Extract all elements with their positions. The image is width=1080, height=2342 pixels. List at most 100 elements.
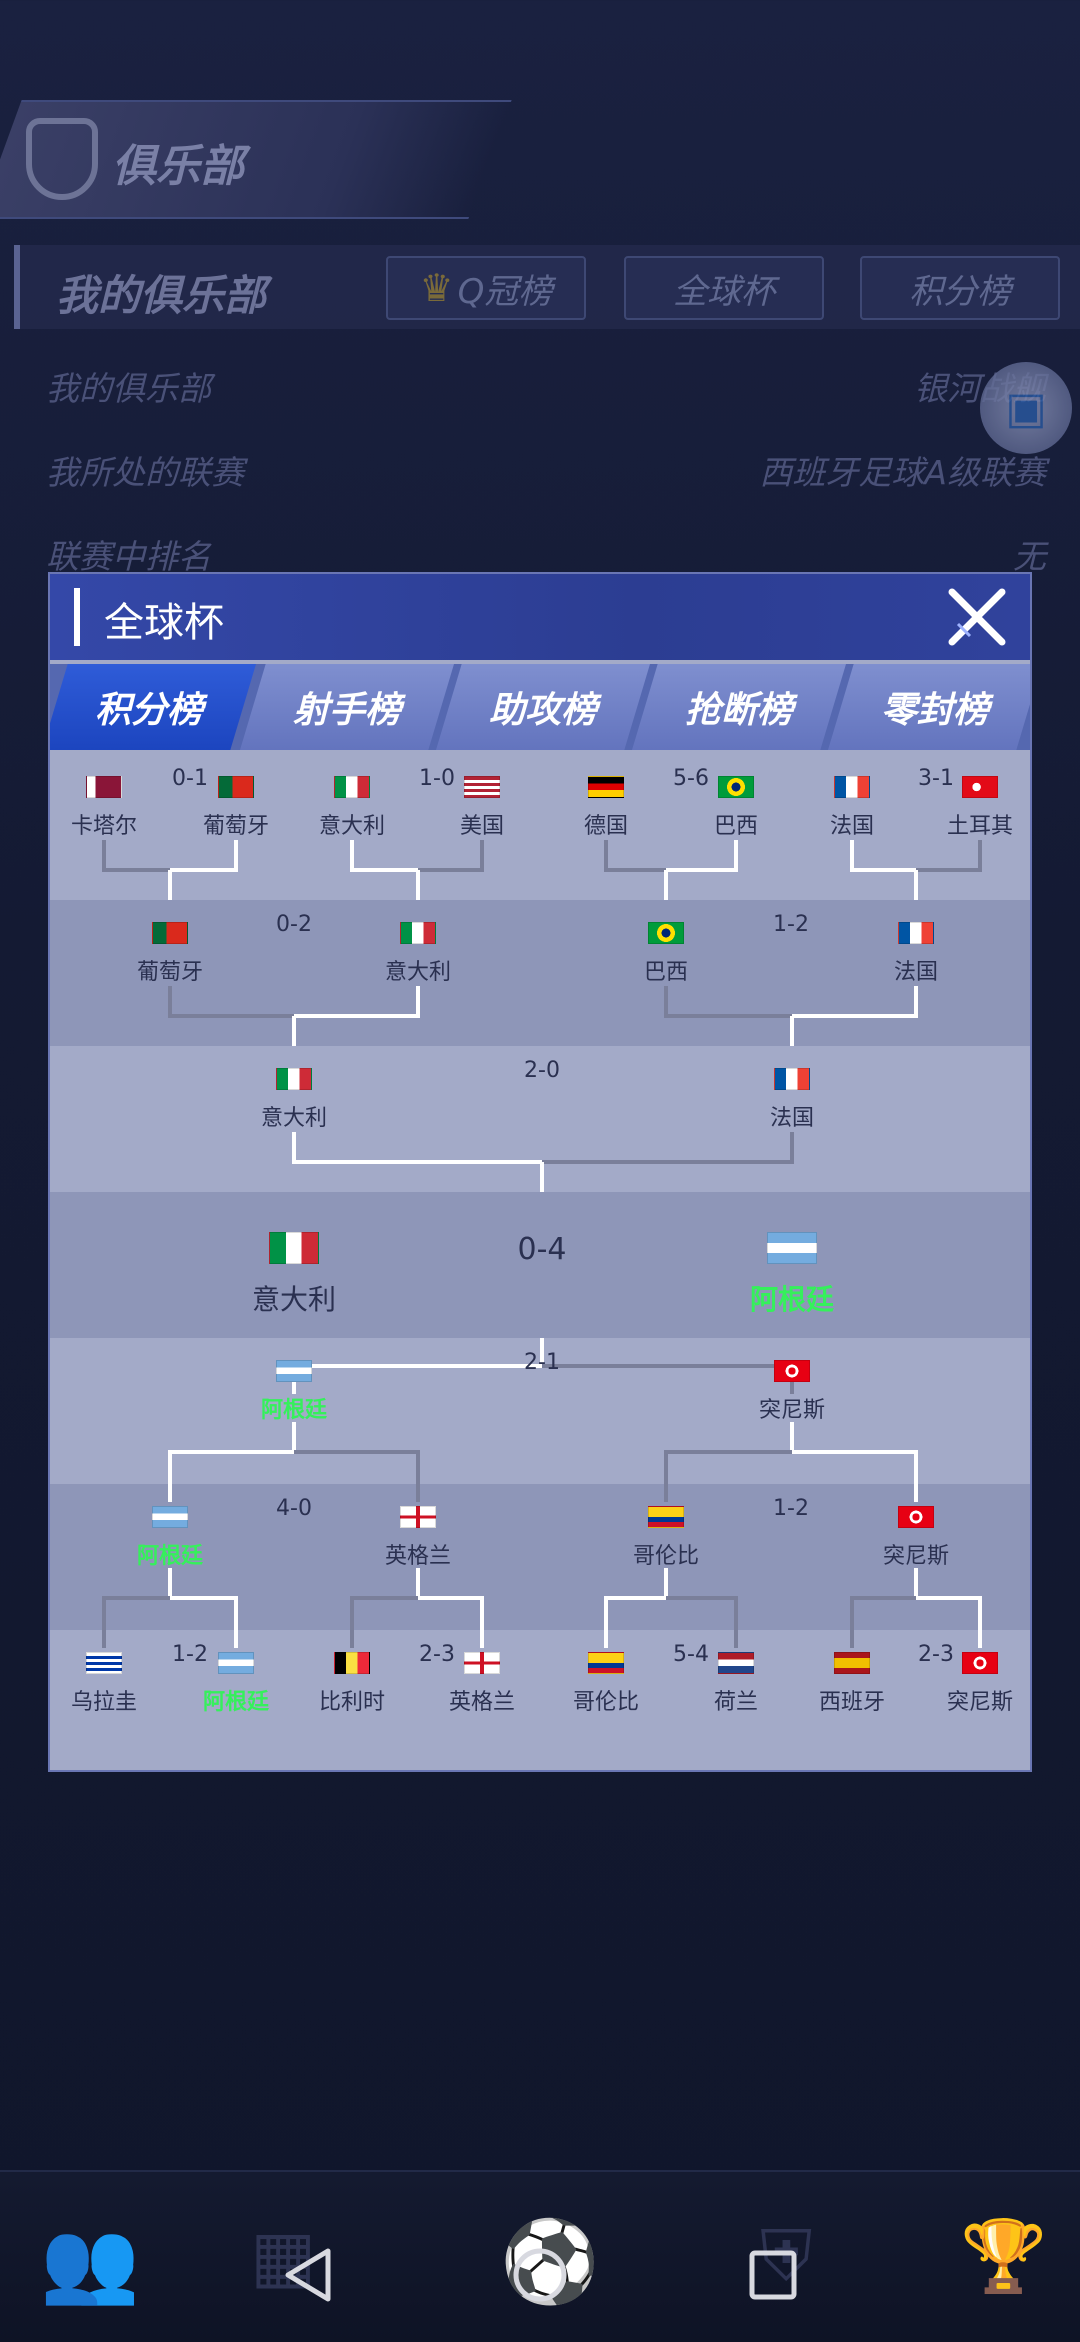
club-shield-icon [26, 118, 98, 200]
team-name: 法国 [829, 814, 875, 839]
team-name: 巴西 [713, 814, 759, 839]
tab-points[interactable]: 积分榜 [50, 664, 256, 750]
global-cup-tab[interactable]: 全球杯 [624, 256, 824, 320]
team-name: 巴西 [643, 960, 689, 985]
match-score: 0-2 [276, 912, 312, 937]
team-name: 乌拉圭 [70, 1690, 138, 1715]
team-flag [834, 776, 870, 798]
tab-clean-sheets[interactable]: 零封榜 [828, 664, 1030, 750]
bracket-lines [102, 840, 982, 1648]
tab-tackles[interactable]: 抢断榜 [632, 664, 846, 750]
bracket-connector [916, 840, 982, 872]
bracket-connector [170, 1596, 238, 1648]
modal-title: 全球杯 [104, 600, 224, 646]
team-flag [648, 922, 684, 944]
bracket-connector [850, 840, 916, 872]
match-score: 1-2 [773, 1496, 809, 1521]
match-score: 0-4 [517, 1232, 567, 1267]
team-flag [774, 1360, 810, 1382]
bracket-connector [292, 1364, 542, 1394]
football-icon[interactable]: ⚽ [500, 2215, 600, 2308]
bracket-connector [916, 1596, 982, 1648]
match-score: 2-3 [419, 1642, 455, 1667]
team-name: 意大利 [251, 1283, 337, 1316]
bracket-connector [292, 1132, 542, 1164]
team-flag [334, 776, 370, 798]
home-icon[interactable] [510, 2245, 570, 2305]
modal-header: 全球杯 [50, 574, 1030, 660]
team-name: 土耳其 [946, 814, 1014, 839]
team-name: 哥伦比 [572, 1690, 640, 1715]
crown-icon: ♛ [419, 266, 454, 310]
team-flag [588, 1652, 624, 1674]
team-name: 卡塔尔 [70, 814, 138, 839]
points-table-tab[interactable]: 积分榜 [860, 256, 1060, 320]
team-name: 阿根廷 [202, 1690, 270, 1715]
team-name: 美国 [459, 814, 505, 839]
team-flag [898, 1506, 934, 1528]
bracket-connector [792, 1450, 918, 1502]
team-flag [898, 922, 934, 944]
window-icon: ▣ [1005, 382, 1047, 434]
team-name: 突尼斯 [758, 1398, 826, 1423]
match-score: 1-2 [773, 912, 809, 937]
team-name: 法国 [769, 1106, 815, 1131]
bracket-band [50, 1484, 1030, 1630]
my-club-title: 我的俱乐部 [56, 271, 267, 320]
match-score: 1-0 [419, 766, 455, 791]
team-flag [334, 1652, 370, 1674]
match-score: 2-0 [524, 1058, 560, 1083]
team-flag [648, 1506, 684, 1528]
recents-icon[interactable] [744, 2245, 804, 2305]
floating-window-button[interactable]: ▣ [980, 362, 1072, 454]
team-name: 阿根廷 [260, 1398, 328, 1423]
bracket-connector [294, 1450, 420, 1502]
stats-tab-strip: 积分榜 射手榜 助攻榜 抢断榜 零封榜 [50, 664, 1030, 750]
bracket-connector [604, 840, 666, 872]
q-crown-rank-tab[interactable]: ♛ Q冠榜 [386, 256, 586, 320]
bracket-band [50, 1192, 1030, 1338]
team-flag [152, 922, 188, 944]
match-score: 2-3 [918, 1642, 954, 1667]
bracket-connector [350, 840, 418, 872]
team-name: 阿根廷 [136, 1544, 204, 1569]
bracket-connector [418, 1596, 484, 1648]
team-flag [962, 776, 998, 798]
team-name: 英格兰 [448, 1690, 516, 1715]
team-name: 德国 [583, 814, 629, 839]
tab-assists[interactable]: 助攻榜 [436, 664, 650, 750]
team-name: 哥伦比 [632, 1544, 700, 1569]
match-score: 1-2 [172, 1642, 208, 1667]
team-name: 突尼斯 [882, 1544, 950, 1569]
bracket-connector [294, 986, 420, 1018]
team-flag [718, 1652, 754, 1674]
bracket-connector [666, 1596, 738, 1648]
bracket-connector [666, 840, 738, 872]
bracket-connector [168, 986, 294, 1018]
bracket-connector [604, 1596, 666, 1648]
team-flag [767, 1232, 817, 1264]
team-name: 葡萄牙 [202, 814, 270, 839]
match-score: 0-1 [172, 766, 208, 791]
club-shield-nav-icon[interactable]: ⛨ [760, 2215, 813, 2297]
bracket-connector [542, 1132, 794, 1164]
players-icon[interactable]: 👥 [40, 2215, 140, 2308]
team-name: 突尼斯 [946, 1690, 1014, 1715]
back-icon[interactable] [280, 2245, 340, 2305]
bracket-connector [850, 1596, 916, 1648]
team-flag [834, 1652, 870, 1674]
team-name: 英格兰 [384, 1544, 452, 1569]
close-icon[interactable] [944, 584, 1010, 650]
team-name: 葡萄牙 [136, 960, 204, 985]
trophy-icon[interactable]: 🏆 [960, 2215, 1048, 2297]
team-name: 阿根廷 [749, 1283, 835, 1316]
bracket-connector [792, 986, 918, 1018]
match-score: 3-1 [918, 766, 954, 791]
tab-scorers[interactable]: 射手榜 [240, 664, 454, 750]
team-flag [276, 1068, 312, 1090]
bracket-connector [170, 840, 238, 872]
team-flag [269, 1232, 319, 1264]
team-flag [86, 1652, 122, 1674]
team-flag [464, 776, 500, 798]
